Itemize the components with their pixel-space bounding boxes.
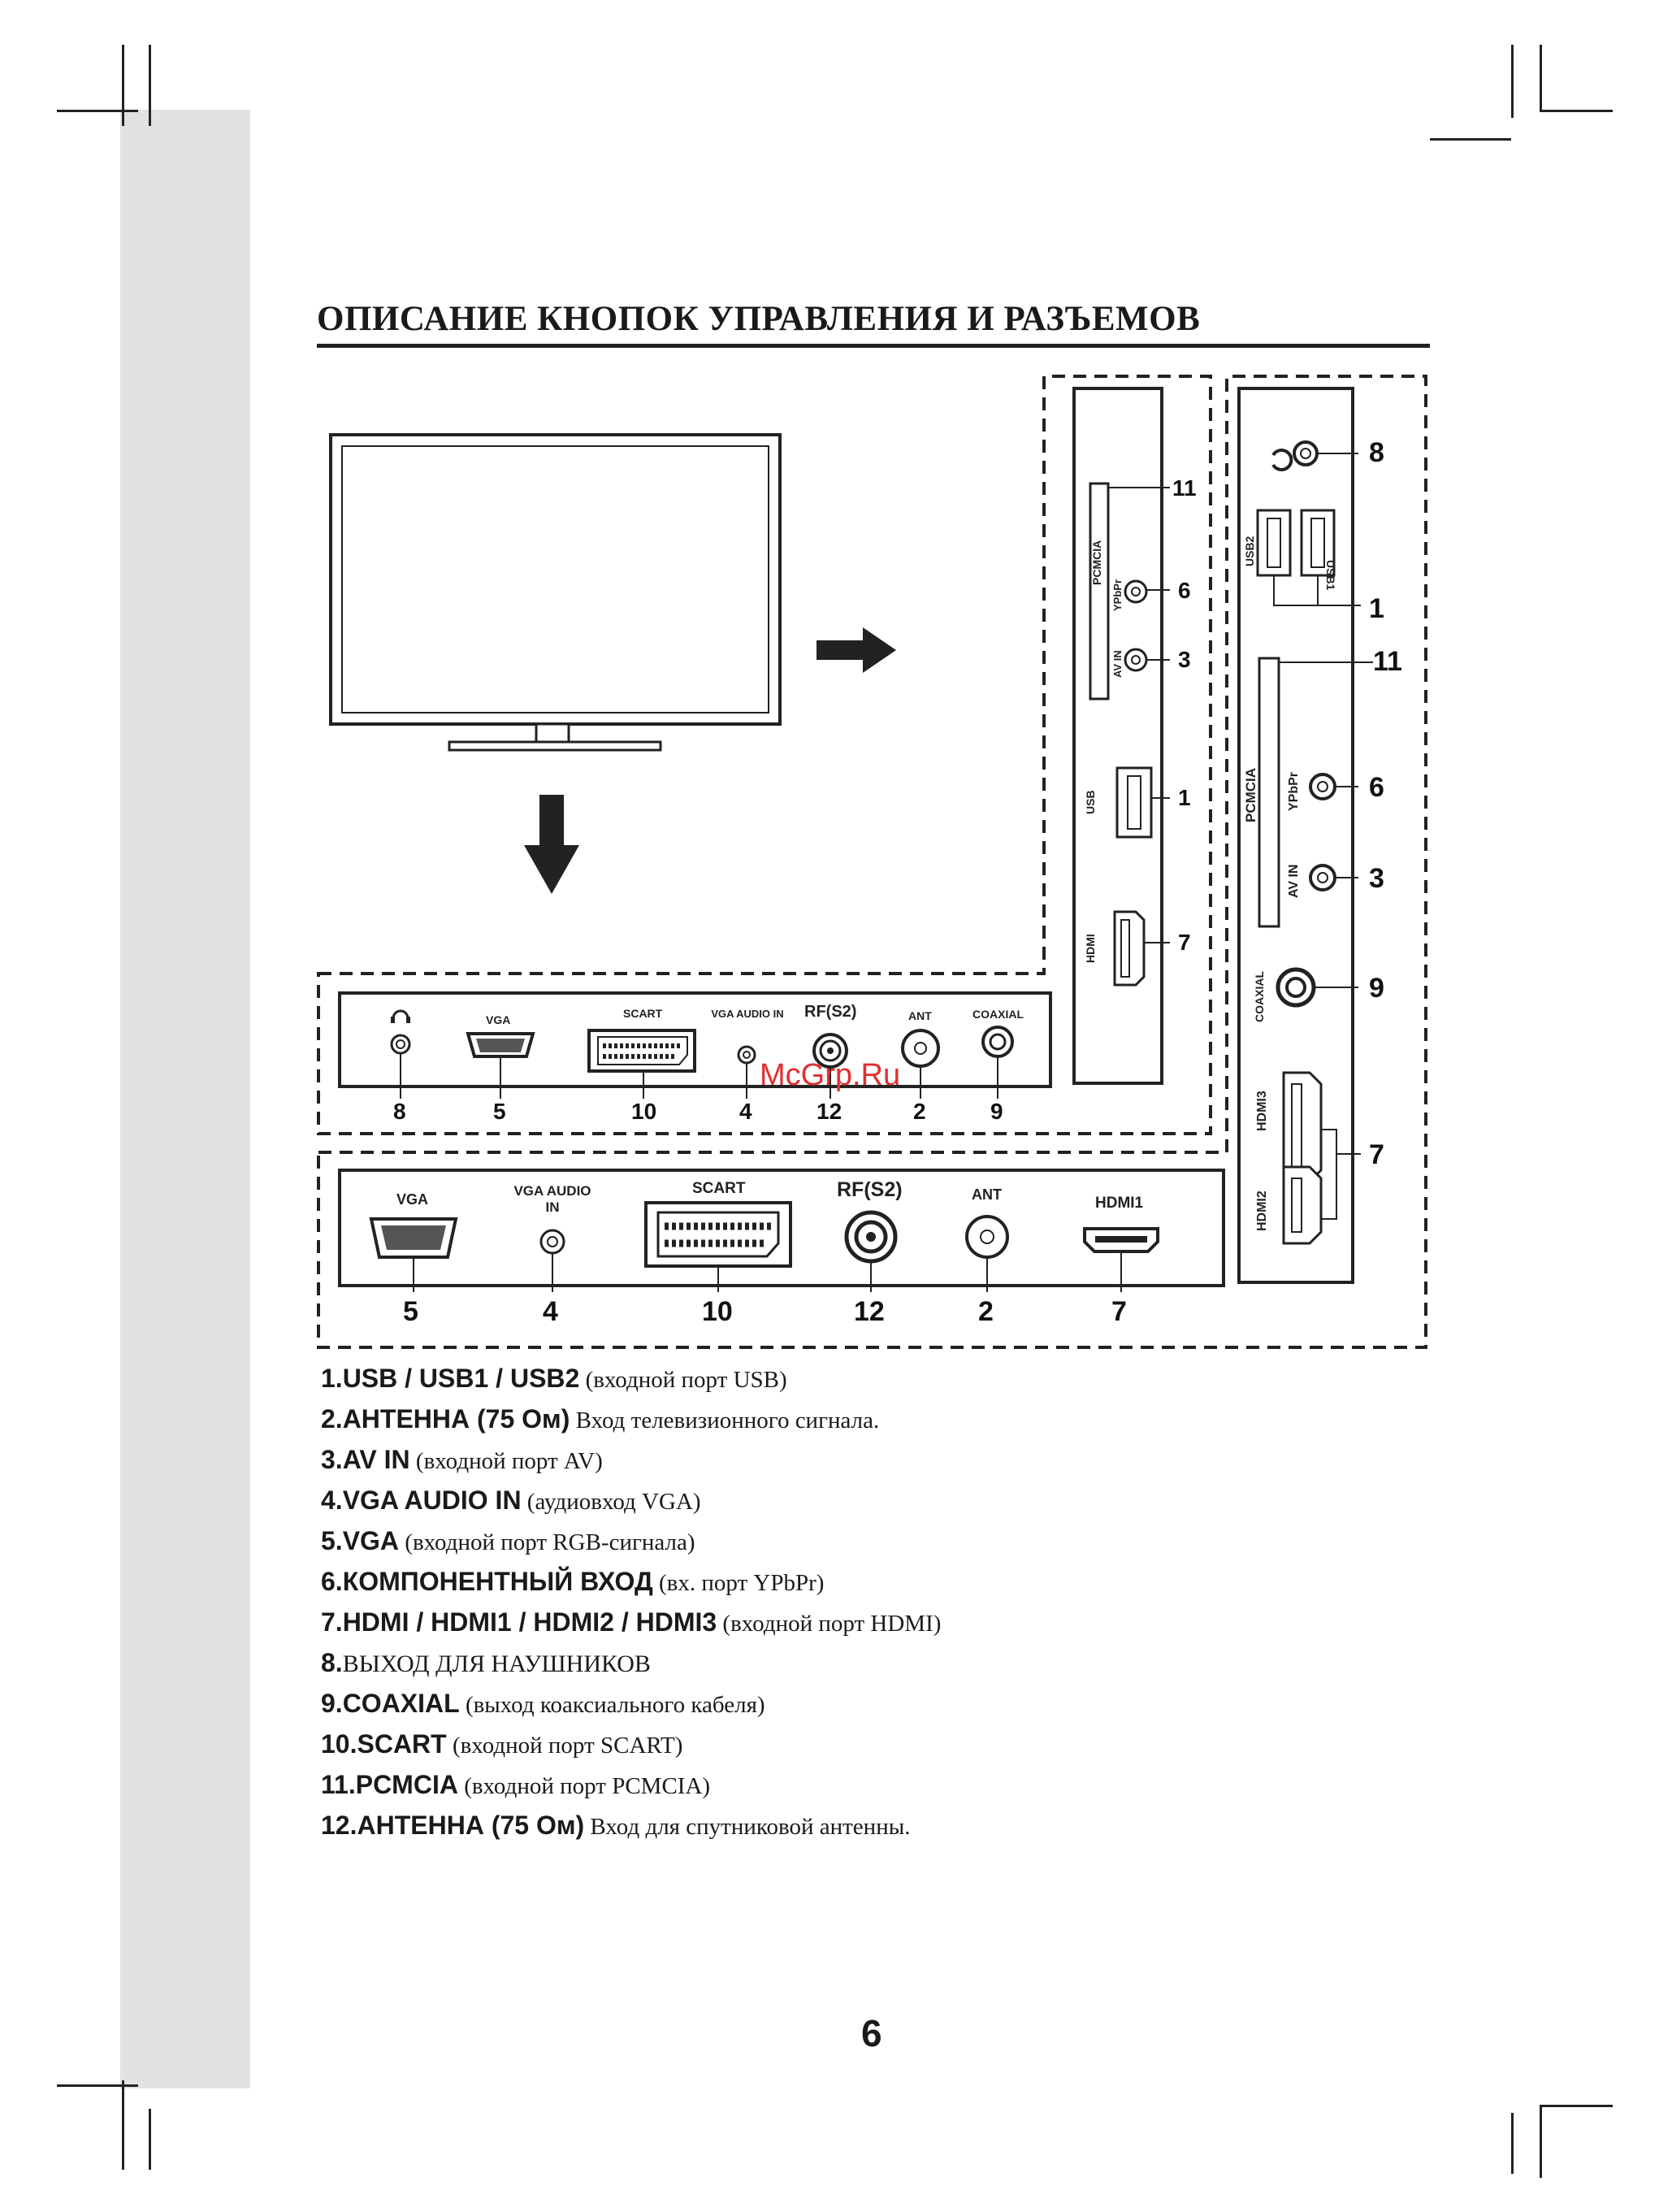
small-num-ant: 2 (913, 1099, 926, 1124)
usb-port-a (1115, 766, 1153, 839)
watermark: McGrp.Ru (760, 1058, 901, 1092)
small-num-vga-audio: 4 (739, 1099, 752, 1124)
dashed-outline-large (317, 375, 1427, 1349)
side-b-label-ypbpr: YPbPr (1287, 771, 1301, 811)
side-b-label-av-in: AV IN (1287, 864, 1301, 898)
large-label-rf-s2: RF(S2) (837, 1178, 903, 1201)
arrow-down-icon (524, 795, 579, 894)
pcmcia-slot-a (1089, 482, 1110, 700)
side-b-num-headphones: 8 (1369, 437, 1384, 468)
side-a-label-usb: USB (1084, 790, 1097, 814)
large-label-vga-audio-1: VGA AUDIO (513, 1183, 591, 1199)
small-num-vga: 5 (493, 1099, 506, 1124)
large-num-vga-audio: 4 (543, 1296, 558, 1327)
side-a-label-av-in: AV IN (1111, 650, 1124, 678)
side-b-num-av-in: 3 (1369, 863, 1384, 894)
side-a-num-usb: 1 (1178, 785, 1191, 810)
small-label-coaxial: COAXIAL (972, 1008, 1024, 1021)
legend-item: 3.AV IN (входной порт AV) (321, 1445, 603, 1474)
small-num-coaxial: 9 (990, 1099, 1003, 1124)
side-b-label-coaxial: COAXIAL (1253, 971, 1266, 1022)
page-title: ОПИСАНИЕ КНОПОК УПРАВЛЕНИЯ И РАЗЪЕМОВ (317, 300, 1201, 338)
large-label-vga: VGA (396, 1191, 429, 1208)
large-num-ant: 2 (978, 1296, 994, 1327)
hdmi-port-a (1113, 910, 1146, 987)
side-b-num-pcmcia: 11 (1373, 646, 1402, 677)
small-label-scart: SCART (623, 1007, 663, 1020)
side-b-label-hdmi2: HDMI2 (1255, 1191, 1269, 1231)
large-num-vga: 5 (403, 1296, 418, 1327)
side-a-num-ypbpr: 6 (1178, 578, 1191, 603)
large-label-hdmi1: HDMI1 (1095, 1195, 1144, 1212)
large-num-hdmi: 7 (1111, 1296, 1127, 1327)
vga-port-large (369, 1217, 458, 1259)
legend-item: 12.АНТЕННА (75 Ом) Вход для спутниковой … (321, 1811, 911, 1840)
side-b-num-ypbpr: 6 (1369, 772, 1384, 803)
usb2-port-b (1256, 509, 1292, 577)
arrow-right-icon (817, 627, 896, 673)
side-a-label-hdmi: HDMI (1084, 934, 1097, 963)
legend-item: 2.АНТЕННА (75 Ом) Вход телевизионного си… (321, 1404, 880, 1433)
side-b-label-hdmi3: HDMI3 (1255, 1091, 1269, 1131)
dashed-outline-small (317, 375, 1212, 1135)
side-a-num-pcmcia: 11 (1172, 475, 1197, 501)
large-label-ant: ANT (972, 1186, 1002, 1203)
legend-item: 11.PCMCIA (входной порт PCMCIA) (321, 1770, 711, 1799)
hdmi3-port-b (1282, 1071, 1323, 1183)
small-label-vga-audio-in: VGA AUDIO IN (711, 1008, 784, 1020)
page-side-band (120, 110, 250, 2088)
side-b-num-usb: 1 (1369, 593, 1384, 624)
legend-item: 6.КОМПОНЕНТНЫЙ ВХОД (вх. порт YPbPr) (321, 1567, 825, 1596)
small-num-rf-s2: 12 (817, 1099, 842, 1124)
legend-item: 7.HDMI / HDMI1 / HDMI2 / HDMI3 (входной … (321, 1607, 942, 1637)
side-a-label-pcmcia: PCMCIA (1090, 540, 1103, 585)
title-rule (317, 344, 1430, 348)
side-b-label-usb1: USB1 (1324, 560, 1337, 591)
legend-item: 4.VGA AUDIO IN (аудиовход VGA) (321, 1486, 701, 1515)
scart-port-small (587, 1029, 696, 1073)
headphones-icon-b (1271, 449, 1293, 471)
side-a-num-hdmi: 7 (1178, 930, 1191, 955)
side-b-label-usb2: USB2 (1243, 536, 1256, 566)
headphones-icon (391, 1009, 410, 1023)
tv-front-illustration (329, 433, 782, 752)
legend-item: 8.ВЫХОД ДЛЯ НАУШНИКОВ (321, 1648, 651, 1677)
large-label-scart: SCART (692, 1180, 746, 1197)
legend-item: 10.SCART (входной порт SCART) (321, 1729, 683, 1759)
large-num-rf-s2: 12 (854, 1296, 885, 1327)
vga-port-small (466, 1032, 535, 1058)
usb1-port-b (1300, 509, 1336, 577)
small-num-scart: 10 (631, 1099, 657, 1124)
pcmcia-slot-b (1258, 657, 1280, 928)
scart-port-large (644, 1201, 792, 1268)
small-label-ant: ANT (908, 1009, 932, 1022)
small-num-headphones: 8 (393, 1099, 406, 1124)
page-number: 6 (861, 2012, 882, 2054)
legend-item: 1.USB / USB1 / USB2 (входной порт USB) (321, 1364, 787, 1393)
hdmi2-port-b (1282, 1165, 1323, 1245)
side-a-num-av-in: 3 (1178, 647, 1191, 672)
side-a-label-ypbpr: YPbPr (1111, 579, 1124, 611)
side-b-num-coaxial: 9 (1369, 973, 1384, 1004)
large-num-scart: 10 (702, 1296, 733, 1327)
small-label-rf-s2: RF(S2) (804, 1003, 857, 1021)
small-label-vga: VGA (486, 1013, 511, 1026)
legend-item: 9.COAXIAL (выход коаксиального кабеля) (321, 1689, 765, 1718)
hdmi1-port-large (1083, 1227, 1159, 1253)
large-label-vga-audio-2: IN (545, 1199, 560, 1215)
side-b-label-pcmcia: PCMCIA (1243, 767, 1258, 822)
side-b-num-hdmi: 7 (1369, 1139, 1384, 1170)
legend-item: 5.VGA (входной порт RGB-сигнала) (321, 1526, 695, 1555)
